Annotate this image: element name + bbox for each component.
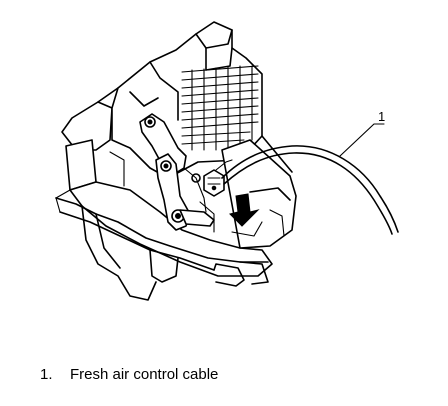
callout-leader	[339, 123, 385, 157]
direction-arrow	[229, 193, 260, 227]
fresh-air-control-cable	[215, 145, 399, 235]
legend-number: 1.	[40, 366, 53, 383]
callout-number-1: 1	[378, 109, 385, 124]
cable-clamp	[203, 169, 225, 197]
legend-label: Fresh air control cable	[70, 366, 219, 383]
vent-grille	[181, 65, 259, 151]
door-lever-linkage	[139, 113, 215, 231]
legend: 1. Fresh air control cable	[40, 366, 218, 383]
